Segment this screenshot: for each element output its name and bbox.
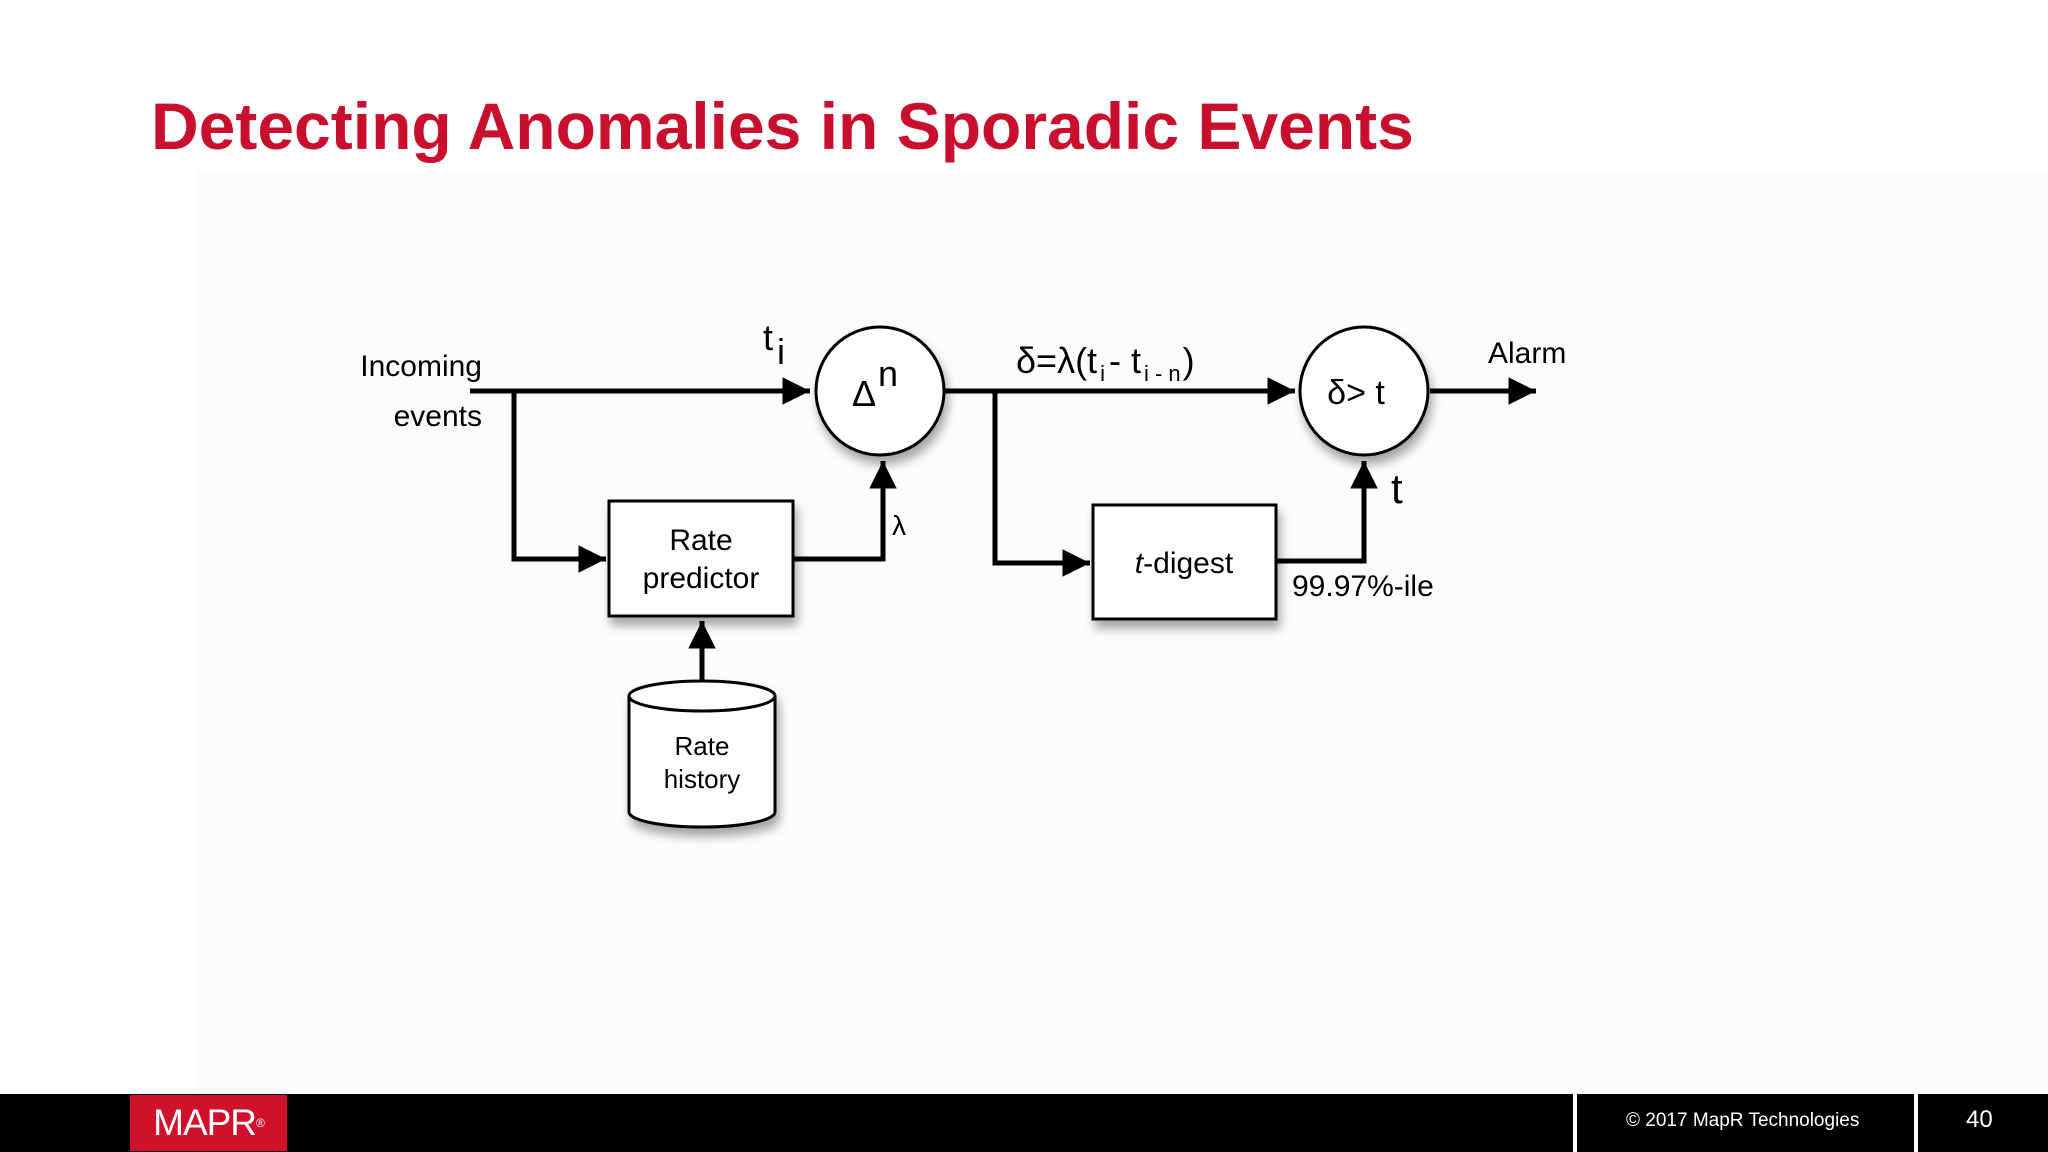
- incoming-label: Incoming: [360, 350, 482, 383]
- footer-bar: [0, 1094, 2048, 1152]
- delta-node: [814, 325, 946, 457]
- page-number: 40: [1966, 1106, 1993, 1133]
- connector-lines: [470, 377, 1536, 683]
- rate-predictor-label-1: Rate: [669, 524, 732, 557]
- percentile-label: 99.97%-ile: [1292, 570, 1434, 603]
- rate-history-label-2: history: [664, 764, 741, 794]
- copyright-text: © 2017 MapR Technologies: [1626, 1110, 1860, 1131]
- logo-registered-mark: ®: [256, 1116, 265, 1130]
- arrow-input-to-rate-predictor: [511, 391, 606, 573]
- alarm-label: Alarm: [1488, 337, 1566, 370]
- rate-history-cylinder: [627, 679, 777, 829]
- tdigest-box: [1091, 503, 1278, 621]
- arrow-delta-to-tdigest: [992, 391, 1090, 577]
- arrow-tdigest-to-comparator: [1276, 461, 1378, 564]
- mapr-logo: MAPR®: [130, 1095, 287, 1151]
- slide-title: Detecting Anomalies in Sporadic Events: [151, 89, 1414, 163]
- slide-content-area: [195, 170, 2048, 1094]
- rate-predictor-box: [607, 499, 795, 618]
- footer-divider: [1914, 1094, 1918, 1152]
- threshold-label: t: [1391, 465, 1403, 512]
- comparator-label: δ> t: [1327, 374, 1385, 412]
- footer-divider: [1573, 1094, 1577, 1152]
- events-label: events: [394, 400, 482, 433]
- arrow-rate-predictor-to-delta: [793, 461, 897, 562]
- delta-node-label: Δn: [852, 353, 898, 414]
- logo-text: MAPR: [153, 1102, 257, 1143]
- rate-predictor-label-2: predictor: [643, 562, 760, 595]
- lambda-label: λ: [892, 510, 906, 541]
- tdigest-label: t-digest: [1135, 547, 1234, 580]
- rate-history-label-1: Rate: [675, 731, 730, 761]
- comparator-node: [1298, 325, 1430, 457]
